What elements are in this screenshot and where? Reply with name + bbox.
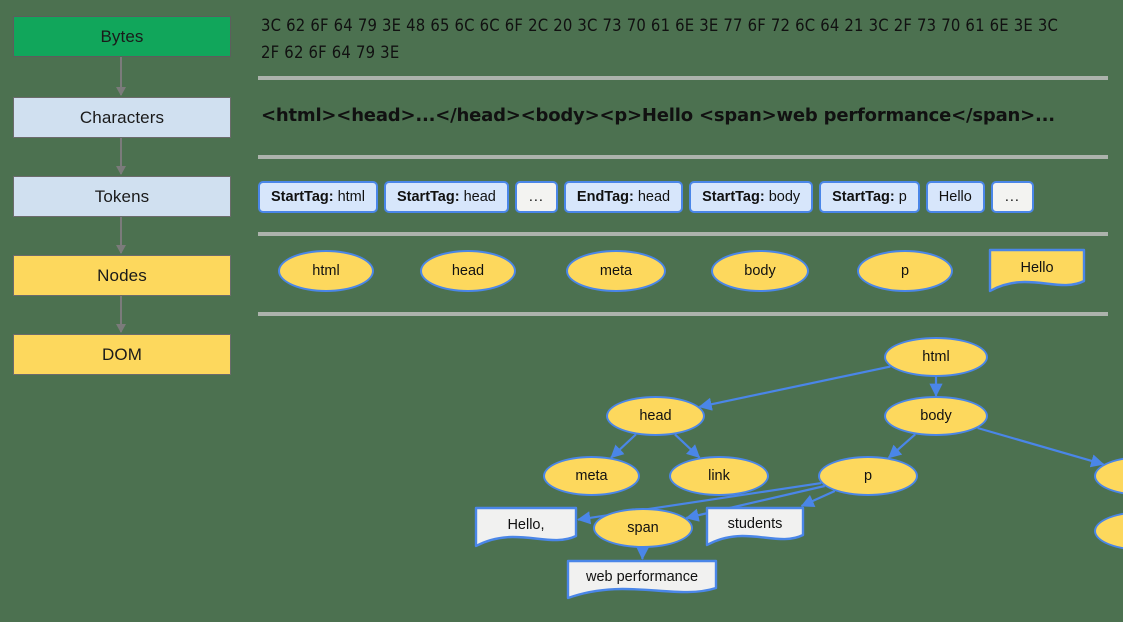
dom-tree-node[interactable]: html	[884, 337, 988, 377]
pipeline-stage-label: Characters	[79, 107, 165, 127]
nodes-row-node[interactable]: body	[711, 250, 809, 292]
token-pill[interactable]: StartTag:head	[383, 181, 509, 213]
stages-detail-column: 3C 62 6F 64 79 3E 48 65 6C 6C 6F 2C 20 3…	[255, 0, 1123, 622]
token-kind: EndTag:	[576, 189, 634, 205]
node-label: head	[639, 408, 672, 424]
token-pill[interactable]: ...	[990, 181, 1034, 213]
nodes-row-node[interactable]: Hello	[988, 248, 1086, 294]
pipeline-arrow-3	[116, 217, 126, 254]
node-label: Hello,	[507, 516, 545, 533]
dom-tree-node[interactable]: students	[705, 506, 805, 548]
node-label: body	[744, 263, 776, 279]
pipeline-stage-label: Tokens	[94, 186, 150, 206]
dom-tree-node[interactable]: web performance	[566, 559, 718, 601]
pipeline-stage-characters: Characters	[13, 97, 231, 138]
node-label: p	[863, 468, 873, 484]
characters-markup-text: <html><head>...</head><body><p>Hello <sp…	[261, 105, 1055, 126]
divider-3	[258, 232, 1108, 236]
divider-2	[258, 155, 1108, 159]
token-kind: StartTag:	[702, 189, 765, 205]
nodes-row: html head meta body p Hello	[261, 248, 1111, 304]
node-label: students	[727, 516, 783, 532]
dom-tree-node[interactable]: span	[593, 508, 693, 548]
nodes-row-node[interactable]: head	[420, 250, 516, 292]
nodes-row-node[interactable]: p	[857, 250, 953, 292]
pipeline-stage-bytes: Bytes	[13, 16, 231, 57]
token-pill[interactable]: Hello	[925, 181, 985, 213]
dom-tree-edge	[674, 433, 701, 459]
pipeline-stage-label: Nodes	[97, 265, 147, 285]
node-label: span	[627, 520, 659, 536]
token-value: p	[898, 189, 907, 205]
dom-tree-node[interactable]: head	[606, 396, 705, 436]
token-pill[interactable]: StartTag:p	[819, 181, 920, 213]
pipeline-arrow-4	[116, 296, 126, 333]
pipeline-stage-tokens: Tokens	[13, 176, 231, 217]
nodes-row-node[interactable]: html	[278, 250, 374, 292]
pipeline-stage-label: DOM	[102, 344, 142, 364]
token-value: ...	[1004, 189, 1020, 205]
token-value: head	[463, 189, 496, 205]
pipeline-stage-dom: DOM	[13, 334, 231, 375]
pipeline-arrow-2	[116, 138, 126, 175]
node-label: meta	[575, 468, 608, 484]
nodes-row-node[interactable]: meta	[566, 250, 666, 292]
token-kind: StartTag:	[396, 189, 460, 205]
node-label: web performance	[585, 569, 699, 585]
bytes-hex-text: 3C 62 6F 64 79 3E 48 65 6C 6C 6F 2C 20 3…	[261, 16, 1059, 62]
token-value: Hello	[938, 189, 972, 205]
token-kind: StartTag:	[832, 189, 895, 205]
token-pill[interactable]: StartTag:html	[258, 181, 378, 213]
dom-tree-node[interactable]: Hello,	[474, 506, 578, 549]
node-label: head	[451, 263, 485, 279]
token-value: head	[637, 189, 671, 205]
token-pill[interactable]: ...	[514, 181, 558, 213]
node-label: meta	[599, 263, 633, 279]
divider-1	[258, 76, 1108, 80]
token-pill[interactable]: StartTag:body	[689, 181, 814, 213]
node-label: html	[312, 263, 340, 279]
dom-tree-edge	[610, 433, 637, 459]
dom-tree-edge	[977, 426, 1105, 468]
dom-tree-edge	[800, 489, 836, 508]
parsing-pipeline: Bytes Characters Tokens Nodes DOM	[0, 0, 255, 622]
dom-tree-edge	[698, 365, 891, 411]
dom-tree-node[interactable]: link	[669, 456, 769, 496]
token-value: body	[768, 189, 801, 205]
token-value: ...	[528, 189, 544, 205]
node-label: Hello	[1020, 260, 1054, 276]
token-value: html	[337, 189, 365, 205]
token-kind: StartTag:	[271, 189, 334, 205]
pipeline-stage-label: Bytes	[100, 26, 144, 46]
node-label: link	[708, 468, 730, 484]
token-pill[interactable]: EndTag:head	[563, 181, 684, 213]
dom-tree: htmlheadbodymetalinkpdivHello,spanstuden…	[255, 318, 1123, 622]
dom-tree-edge	[887, 433, 916, 459]
dom-tree-node[interactable]: meta	[543, 456, 640, 496]
node-label: body	[920, 408, 952, 424]
pipeline-arrow-1	[116, 57, 126, 96]
pipeline-stage-nodes: Nodes	[13, 255, 231, 296]
node-label: p	[900, 263, 910, 279]
dom-tree-node[interactable]: body	[884, 396, 988, 436]
dom-tree-node[interactable]: p	[818, 456, 918, 496]
divider-4	[258, 312, 1108, 316]
node-label: html	[922, 349, 950, 365]
